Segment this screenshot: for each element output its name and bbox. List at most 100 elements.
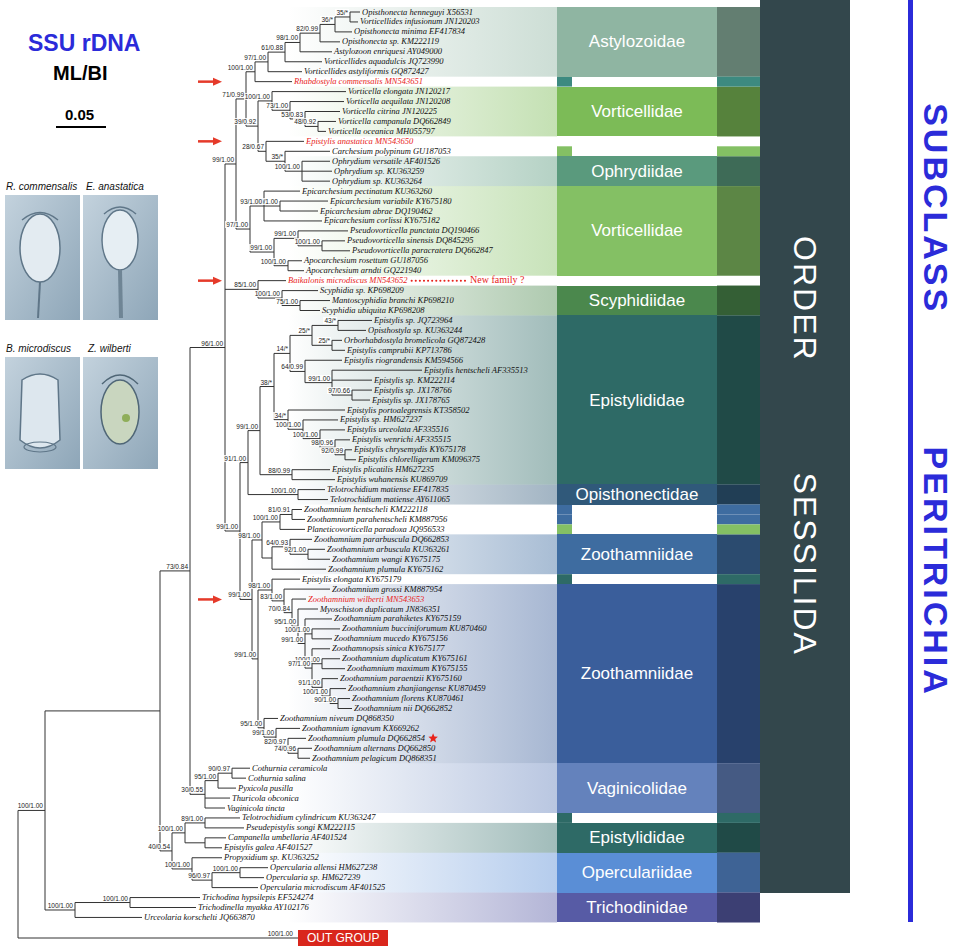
tree-branch (290, 539, 312, 540)
family-box: Trichodinidae (557, 893, 717, 923)
tree-branch (290, 371, 305, 372)
taxon-label: Pseudovorticella sinensis DQ845295 (347, 235, 474, 246)
tree-branch (264, 191, 300, 192)
tree-branch (185, 822, 205, 823)
support-value: 100/1.00 (252, 514, 279, 521)
support-value: 28/0.67 (241, 143, 265, 150)
support-value: 30/0.55 (180, 786, 204, 793)
tree-branch (302, 181, 330, 182)
tree-branch (258, 151, 266, 152)
taxon-label: Zoothamnium arbuscula KU363261 (327, 544, 450, 555)
tree-branch (252, 540, 253, 659)
photo-caption: B. microdiscus (6, 343, 71, 354)
support-value: 97/0.66 (327, 387, 351, 394)
strip-shade (717, 286, 760, 316)
strip-shade (717, 853, 760, 893)
family-strip (717, 485, 760, 505)
tree-branch (335, 439, 350, 440)
tree-branch (322, 250, 350, 251)
family-name: Vorticellidae (591, 102, 683, 121)
tree-branch (345, 450, 346, 460)
support-value: 53/0.83 (280, 111, 304, 118)
support-value: 100/1.00 (164, 861, 191, 868)
taxon-label: Telotrochidium matiense AY611065 (330, 494, 450, 505)
tree-branch (264, 718, 278, 719)
taxon-label: Astylozoon enriquesi AY049000 (334, 46, 442, 57)
tree-branch (160, 571, 161, 851)
support-value: 98/1.00 (237, 532, 261, 539)
tree-branch (258, 590, 259, 728)
tree-branch (332, 350, 345, 351)
taxon-label: Trichodinella myakka AY102176 (198, 902, 309, 913)
tree-branch (280, 514, 292, 515)
support-value: 99/1.00 (280, 636, 304, 643)
tree-branch (322, 240, 345, 241)
tree-branch (205, 780, 218, 781)
tree-branch (75, 903, 76, 918)
tree-branch (350, 12, 351, 22)
stalk (120, 270, 121, 318)
tree-branch (322, 658, 340, 659)
taxon-label: Epistylis urceolata AF335516 (347, 424, 449, 435)
family-strip (717, 286, 760, 316)
support-value: 99/1.00 (249, 244, 273, 251)
tree-branch (298, 758, 310, 759)
tree-branch (332, 340, 333, 350)
cell-body (101, 380, 139, 444)
taxon-label: Epistylis hentscheli AF335513 (424, 365, 528, 376)
tree-branch (250, 206, 264, 207)
taxon-label: Telotrochidium cylindricum KU363247 (242, 812, 375, 823)
tree-branch (322, 668, 345, 669)
tree-branch (288, 738, 306, 739)
taxon-label: Campanella umbellaria AF401524 (228, 832, 347, 843)
support-value: 99/1.00 (227, 591, 251, 598)
taxon-label: Zoothamnium zhanjiangense KU870459 (348, 683, 485, 694)
family-box: Opisthonectidae (557, 484, 717, 505)
family-strip (717, 823, 760, 853)
tree-branch (352, 390, 372, 391)
taxon-label: Opisthostyla sp. KU363244 (368, 325, 462, 336)
support-value: 35/* (335, 9, 349, 16)
tree-branch (232, 768, 250, 769)
tree-branch (338, 698, 350, 699)
tree-branch (330, 688, 346, 689)
support-value: 97/1.00 (243, 54, 267, 61)
tree-branch (335, 16, 350, 17)
taxon-label: Mantoscyphidia branchi KP698210 (332, 295, 454, 306)
tree-branch (205, 827, 244, 828)
tree-branch (284, 612, 292, 613)
tree-branch (352, 400, 370, 401)
taxon-label: Zoothamnium paraentzii KY675160 (340, 673, 462, 684)
taxon-label: Epistylis wuhanensis KU869709 (337, 474, 448, 485)
taxon-label: Apocarchesium rosettum GU187056 (304, 255, 428, 266)
tree-branch (272, 579, 300, 580)
support-value: 40/0.54 (147, 843, 171, 850)
taxon-label: Epicarchesium abrae DQ190462 (320, 206, 433, 217)
taxon-label: Zoothamnium niveum DQ868350 (280, 713, 394, 724)
taxon-label: Zoothamnopsis sinica KY675177 (332, 643, 444, 654)
support-value: 99/1.00 (273, 230, 297, 237)
taxon-label: Epistylis riograndensis KM594566 (344, 355, 463, 366)
support-value: 25/* (317, 337, 331, 344)
taxon-label: Zoothamnium nii DQ662852 (354, 703, 452, 714)
support-value: 64/0.99 (280, 363, 304, 370)
taxon-label: Zoothamnium duplicatum KY675161 (342, 653, 468, 664)
support-value: 99/1.00 (215, 523, 239, 530)
support-value: 92/1.00 (283, 546, 307, 553)
support-value: 89/1.00 (180, 815, 204, 822)
support-value: 75/1.00 (275, 298, 299, 305)
taxon-label: Zoothamnium alternans DQ662850 (314, 743, 435, 754)
support-value: 95/1.00 (239, 720, 263, 727)
tree-branch (262, 522, 263, 558)
tree-branch (246, 126, 258, 127)
scale-value: 0.05 (65, 106, 94, 123)
family-name: Scyphidiidae (589, 291, 685, 310)
support-value: 100/1.00 (212, 865, 239, 872)
support-value: 34/* (273, 412, 287, 419)
support-value: 99/1.00 (307, 375, 331, 382)
tree-branch (298, 748, 299, 758)
tree-branch (248, 494, 298, 495)
tree-branch (312, 628, 340, 629)
support-value: 97/1.00 (225, 221, 249, 228)
tree-branch (246, 71, 255, 72)
